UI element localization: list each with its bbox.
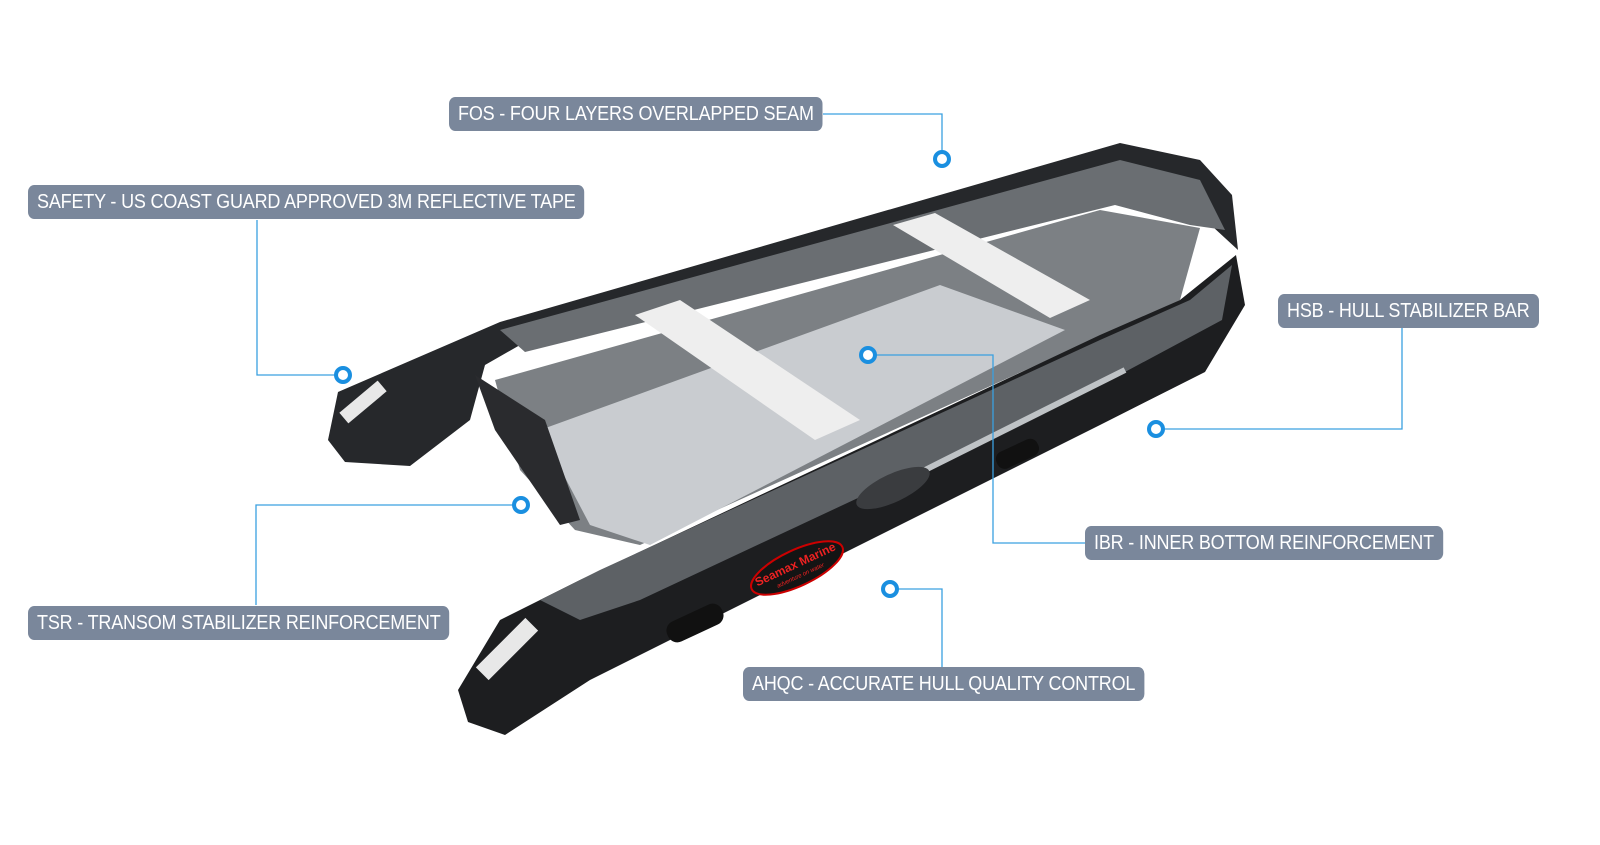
connector-lines bbox=[255, 113, 1403, 668]
hotspot-ahqc[interactable] bbox=[881, 580, 899, 598]
callout-ibr: IBR - INNER BOTTOM REINFORCEMENT bbox=[1085, 526, 1443, 560]
seat-rear bbox=[635, 300, 860, 440]
hotspot-markers[interactable] bbox=[334, 150, 1165, 598]
callout-tsr: TSR - TRANSOM STABILIZER REINFORCEMENT bbox=[28, 606, 450, 640]
seat-front bbox=[893, 213, 1090, 318]
hotspot-fos[interactable] bbox=[933, 150, 951, 168]
transom bbox=[475, 375, 580, 525]
hotspot-ibr[interactable] bbox=[859, 346, 877, 364]
handle bbox=[666, 603, 724, 643]
callout-ahqc: AHQC - ACCURATE HULL QUALITY CONTROL bbox=[743, 667, 1145, 701]
reflective-tape bbox=[339, 380, 387, 424]
hotspot-safety[interactable] bbox=[334, 366, 352, 384]
callout-hsb: HSB - HULL STABILIZER BAR bbox=[1278, 294, 1539, 328]
callout-fos: FOS - FOUR LAYERS OVERLAPPED SEAM bbox=[449, 97, 823, 131]
near-tube-grey bbox=[540, 265, 1232, 620]
hotspot-tsr[interactable] bbox=[512, 496, 530, 514]
oar bbox=[903, 367, 1127, 483]
callout-safety: SAFETY - US COAST GUARD APPROVED 3M REFL… bbox=[28, 185, 585, 219]
handle bbox=[995, 438, 1040, 469]
brand-logo bbox=[750, 540, 844, 596]
oar-blade bbox=[856, 466, 930, 510]
reflective-tape bbox=[475, 617, 539, 681]
hotspot-hsb[interactable] bbox=[1147, 420, 1165, 438]
